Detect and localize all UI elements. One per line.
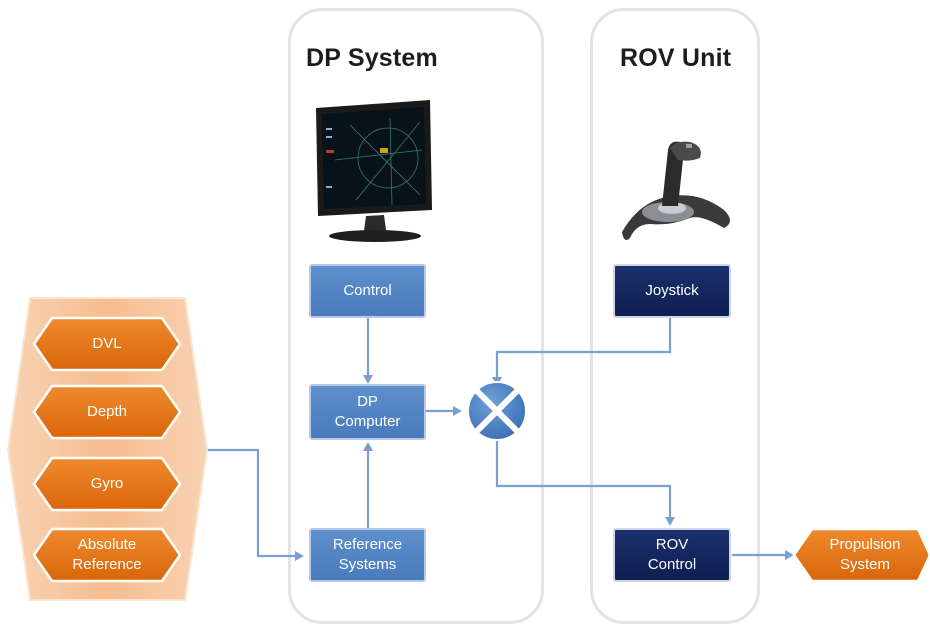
joystick-block: Joystick: [613, 264, 731, 318]
sensor-absolute-reference: Absolute Reference: [72, 536, 142, 573]
dp-system-title: DP System: [306, 44, 438, 72]
rov-control-block: ROV Control: [613, 528, 731, 582]
sensor-depth: Depth: [86, 403, 128, 420]
sensor-dvl: DVL: [92, 335, 122, 352]
sensor-gyro: Gyro: [90, 475, 124, 492]
control-block: Control: [309, 264, 426, 318]
rov-unit-title: ROV Unit: [620, 44, 732, 72]
reference-systems-block: Reference Systems: [309, 528, 426, 582]
propulsion-system: Propulsion System: [829, 536, 901, 573]
dp-computer-block: DP Computer: [309, 384, 426, 440]
